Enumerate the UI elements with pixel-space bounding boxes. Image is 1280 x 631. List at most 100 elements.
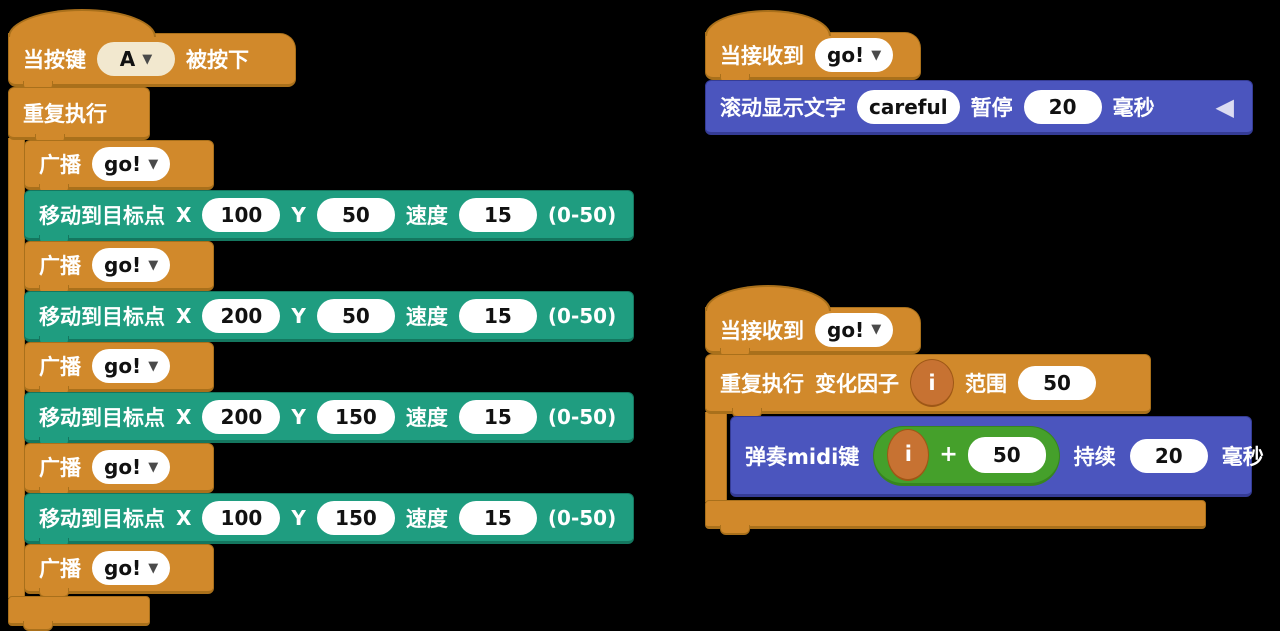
speed-value: 15 [483,303,512,328]
addition-operator-block[interactable]: i + 50 [873,425,1060,486]
move-label: 移动到目标点 [39,506,165,531]
y-input[interactable]: 50 [316,197,395,232]
y-label: Y [291,202,306,227]
move-to-target-block[interactable]: 移动到目标点 X 100 Y 50 速度 15 (0-50) [24,190,634,245]
variable-i-reporter[interactable]: i [887,428,930,481]
dropdown-arrow-icon: ▼ [142,51,153,67]
collapse-arrow-icon[interactable]: ◀ [1215,92,1234,121]
duration-value: 20 [1154,443,1183,468]
speed-label: 速度 [405,405,448,430]
speed-input[interactable]: 15 [458,298,537,333]
pause-input[interactable]: 20 [1023,89,1102,124]
broadcast-dropdown[interactable]: go! ▼ [92,147,171,181]
when-key-label: 当按键 [23,48,86,72]
x-value: 200 [220,303,263,328]
when-received-hat-block[interactable]: 当接收到 go! ▼ [705,307,921,358]
x-input[interactable]: 100 [202,197,281,232]
speed-input[interactable]: 15 [458,399,537,434]
move-to-target-block[interactable]: 移动到目标点 X 200 Y 150 速度 15 (0-50) [24,392,634,447]
y-value: 50 [341,202,370,227]
y-value: 50 [341,303,370,328]
broadcast-block[interactable]: 广播 go! ▼ [24,544,214,598]
range-input[interactable]: 50 [1018,366,1096,400]
broadcast-dropdown-value: go! [104,253,142,277]
speed-input[interactable]: 15 [458,197,537,232]
move-to-target-block[interactable]: 移动到目标点 X 100 Y 150 速度 15 (0-50) [24,493,634,548]
ms-label: 毫秒 [1112,95,1155,120]
repeat-forever-header[interactable]: 重复执行 [8,87,150,144]
broadcast-dropdown[interactable]: go! ▼ [92,349,171,383]
y-label: Y [291,303,306,328]
broadcast-block[interactable]: 广播 go! ▼ [24,140,214,194]
y-value: 150 [335,505,377,530]
x-input[interactable]: 200 [202,399,281,434]
when-key-pressed-hat-block[interactable]: 当按键 A ▼ 被按下 [8,33,296,91]
duration-input[interactable]: 20 [1129,438,1208,473]
duration-label: 持续 [1073,444,1116,469]
factor-label: 变化因子 [815,372,899,396]
speed-label: 速度 [405,506,448,531]
move-to-target-block[interactable]: 移动到目标点 X 200 Y 50 速度 15 (0-50) [24,291,634,346]
broadcast-dropdown-value: go! [104,354,142,378]
dropdown-arrow-icon: ▼ [148,459,159,475]
repeat-with-factor-header[interactable]: 重复执行 变化因子 i 范围 50 [705,354,1151,418]
broadcast-dropdown-value: go! [104,455,142,479]
broadcast-dropdown[interactable]: go! ▼ [92,551,171,585]
broadcast-block[interactable]: 广播 go! ▼ [24,443,214,497]
y-input[interactable]: 50 [316,298,395,333]
scroll-text-block[interactable]: 滚动显示文字 careful 暂停 20 毫秒 ◀ [705,80,1253,135]
broadcast-dropdown[interactable]: go! ▼ [92,450,171,484]
play-midi-key-block[interactable]: 弹奏midi键 i + 50 持续 20 毫秒 [730,416,1264,497]
key-dropdown-value: A [119,47,136,71]
pause-label: 暂停 [970,95,1013,120]
move-label: 移动到目标点 [39,405,165,430]
y-input[interactable]: 150 [316,399,395,434]
y-input[interactable]: 150 [316,500,395,535]
broadcast-dropdown[interactable]: go! ▼ [92,248,171,282]
hat-dome [8,9,156,37]
x-input[interactable]: 200 [202,298,281,333]
x-value: 100 [220,505,263,530]
dropdown-arrow-icon: ▼ [148,560,159,576]
broadcast-block[interactable]: 广播 go! ▼ [24,241,214,295]
dropdown-arrow-icon: ▼ [871,47,882,63]
x-value: 200 [220,404,263,429]
x-label: X [176,303,192,328]
pause-value: 20 [1048,94,1077,119]
repeat-left-arm [705,412,727,502]
play-midi-label: 弹奏midi键 [745,444,860,469]
broadcast-dropdown-value: go! [104,152,142,176]
dropdown-arrow-icon: ▼ [871,322,882,337]
broadcast-label: 广播 [39,456,81,480]
addend-input[interactable]: 50 [967,436,1046,473]
move-label: 移动到目标点 [39,304,165,329]
repeat-left-arm [8,138,25,598]
variable-i-reporter[interactable]: i [910,359,954,407]
scroll-text-value: careful [869,94,948,119]
broadcast-block[interactable]: 广播 go! ▼ [24,342,214,396]
speed-value: 15 [483,404,512,429]
scroll-text-label: 滚动显示文字 [720,95,846,120]
speed-input[interactable]: 15 [458,500,537,535]
when-received-hat-block[interactable]: 当接收到 go! ▼ [705,32,921,84]
x-value: 100 [220,202,263,227]
speed-value: 15 [483,202,512,227]
y-label: Y [291,505,306,530]
dropdown-arrow-icon: ▼ [148,156,159,172]
x-input[interactable]: 100 [202,500,281,535]
scroll-text-input[interactable]: careful [857,89,960,124]
broadcast-label: 广播 [39,557,81,581]
speed-label: 速度 [405,304,448,329]
broadcast-label: 广播 [39,153,81,177]
dropdown-arrow-icon: ▼ [148,358,159,374]
when-received-label: 当接收到 [720,44,804,68]
repeat-bottom-arm [8,596,150,631]
hat-dome [705,285,831,311]
message-dropdown[interactable]: go! ▼ [815,312,894,347]
message-dropdown[interactable]: go! ▼ [815,38,894,72]
key-dropdown[interactable]: A ▼ [97,42,175,76]
addend-value: 50 [992,442,1021,467]
x-label: X [176,505,192,530]
x-label: X [176,202,192,227]
